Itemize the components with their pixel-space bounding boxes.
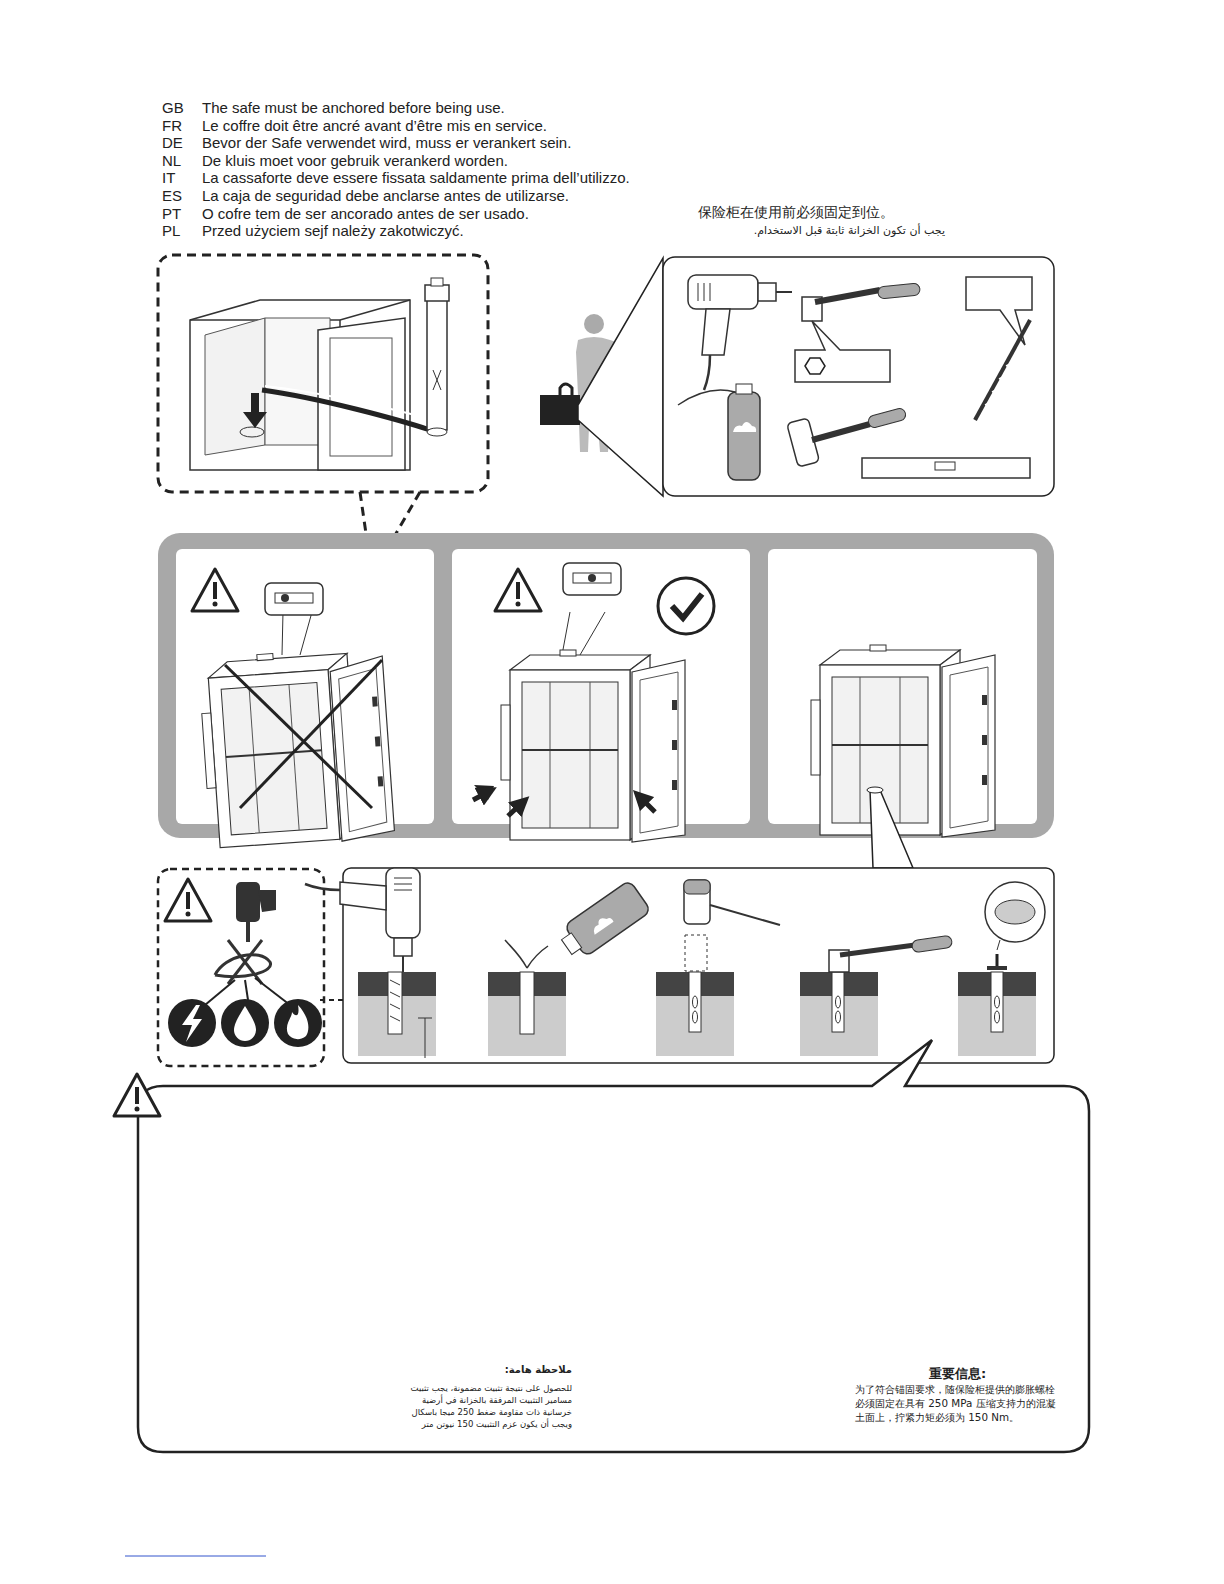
language-code: PT bbox=[162, 205, 181, 223]
label-text: 保险柜在使用前必须固定到位。 bbox=[698, 203, 894, 221]
note-heading: 重要信息: bbox=[855, 1364, 1060, 1383]
label-text: Le coffre doit être ancré avant d’être m… bbox=[202, 117, 547, 135]
note-heading: ملاحظة هامة: bbox=[400, 1362, 572, 1377]
label-text: La caja de seguridad debe anclarse antes… bbox=[202, 187, 569, 205]
label-text: The safe must be anchored before being u… bbox=[202, 99, 505, 117]
note-body: 为了符合锚固要求，随保险柜提供的膨胀螺栓必须固定在具有 250 MPa 压缩支持… bbox=[855, 1382, 1060, 1424]
label-text: De kluis moet voor gebruik verankerd wor… bbox=[202, 152, 508, 170]
language-code: DE bbox=[162, 134, 183, 152]
note-callout: ملاحظة هامة: للحصول على نتيجة تثبيت مضمون… bbox=[138, 1086, 1089, 1452]
language-code: FR bbox=[162, 117, 182, 135]
language-code: NL bbox=[162, 152, 181, 170]
label-text: Przed użyciem sejf należy zakotwiczyć. bbox=[202, 222, 464, 240]
label-text: O cofre tem de ser ancorado antes de ser… bbox=[202, 205, 529, 223]
language-code: IT bbox=[162, 169, 175, 187]
language-code: ES bbox=[162, 187, 182, 205]
label-text: Bevor der Safe verwendet wird, muss er v… bbox=[202, 134, 571, 152]
language-code: GB bbox=[162, 99, 184, 117]
label-text: La cassaforte deve essere fissata saldam… bbox=[202, 169, 630, 187]
note-body: للحصول على نتيجة تثبيت مضمونة، يجب تثبيت… bbox=[400, 1382, 572, 1430]
label-text: يجب أن تكون الخزانة ثابتة قبل الاستخدام. bbox=[754, 222, 945, 240]
language-code: PL bbox=[162, 222, 180, 240]
